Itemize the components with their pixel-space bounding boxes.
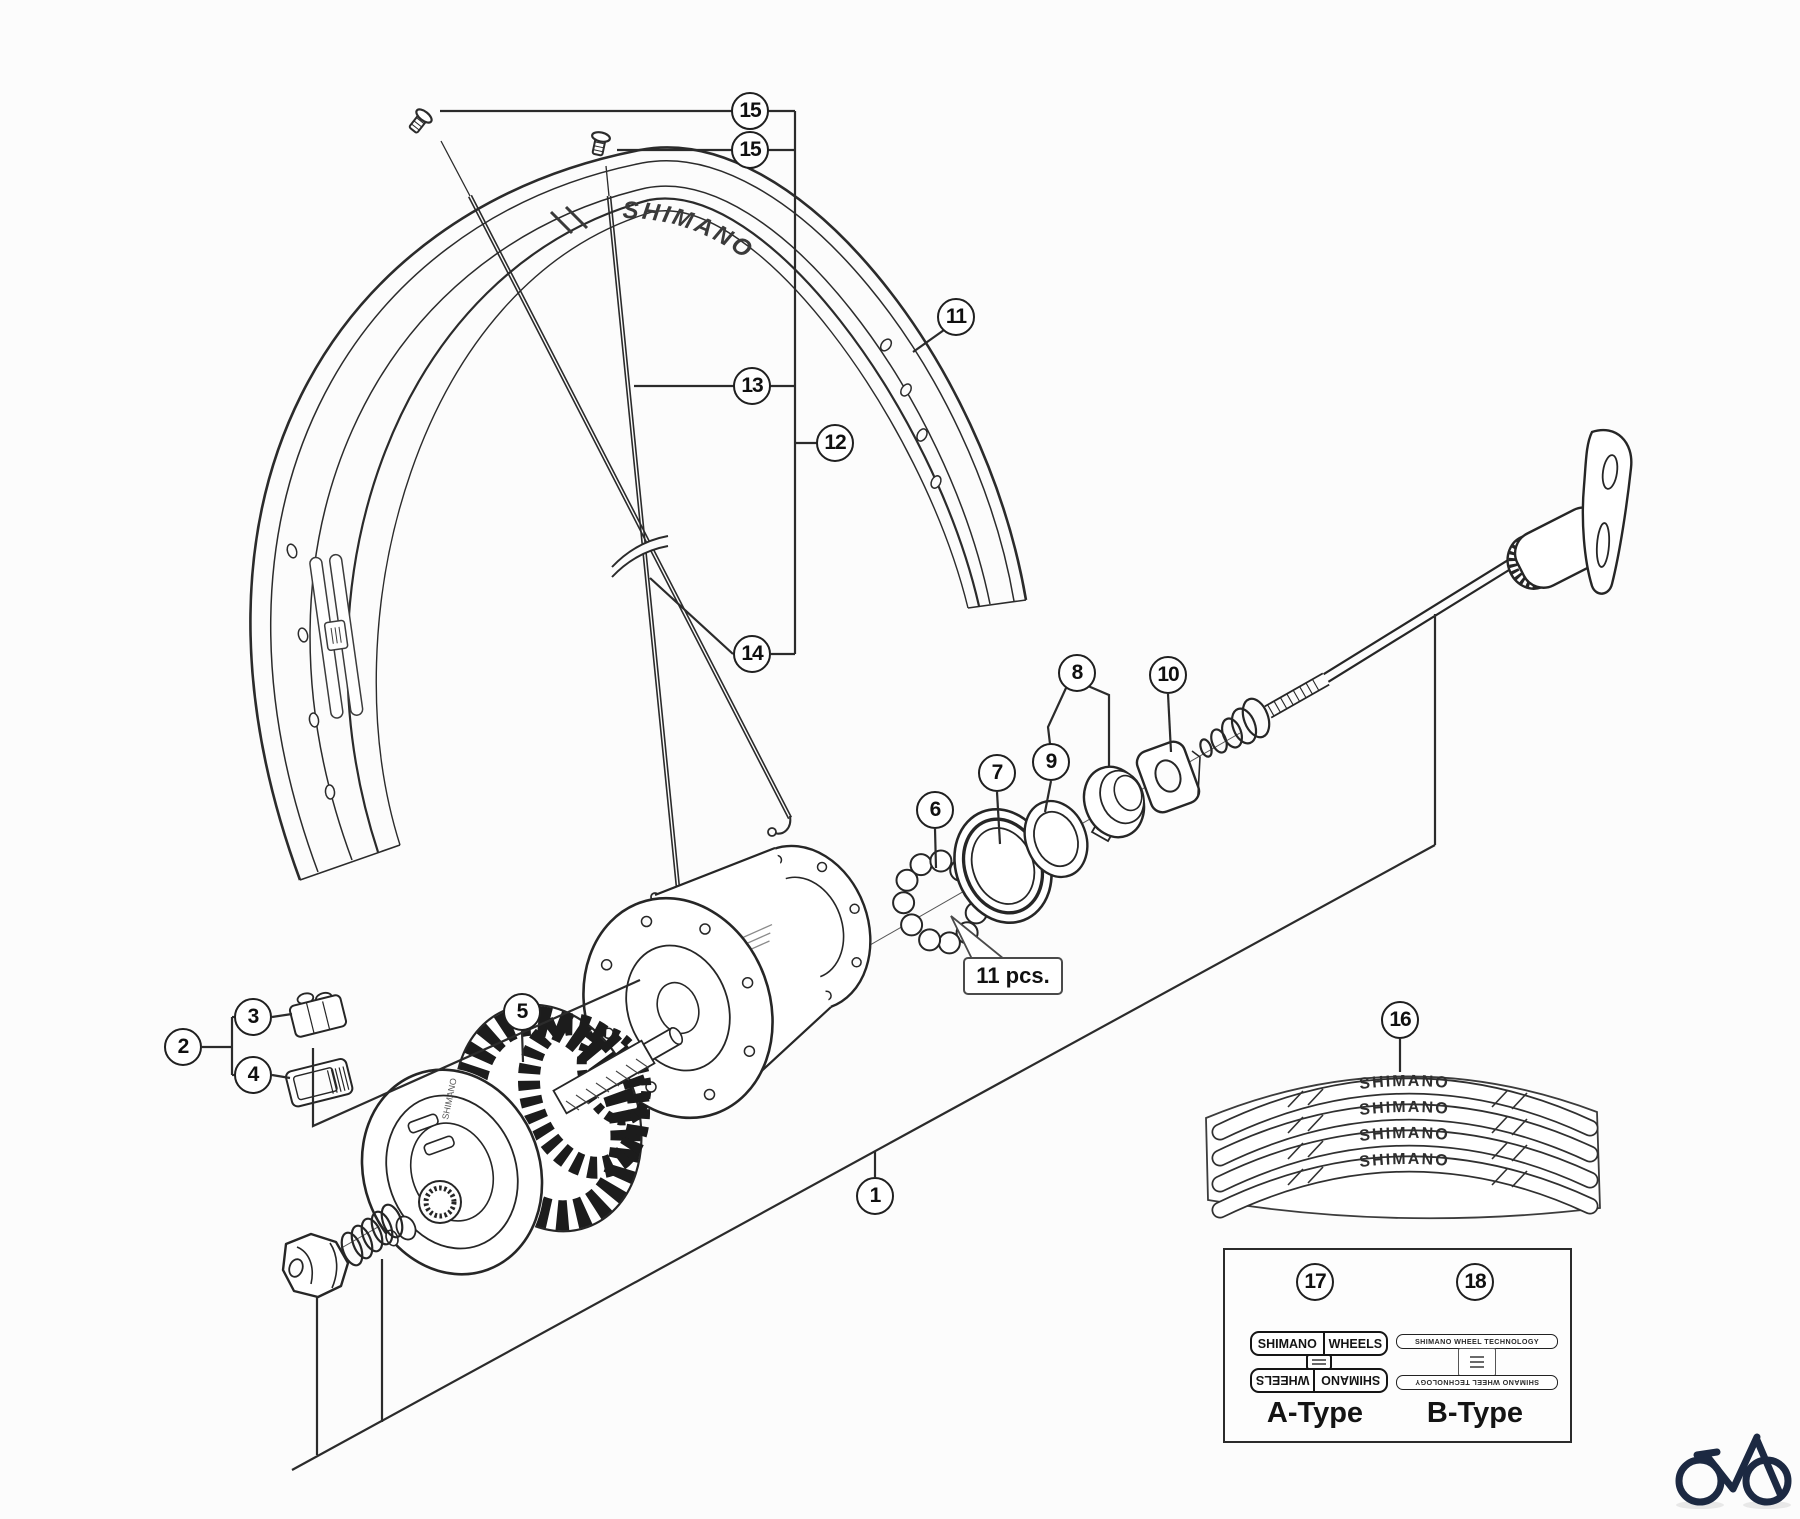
- a-type-decal-connector: [1306, 1354, 1332, 1370]
- callout-1: 1: [856, 1177, 894, 1215]
- a-type-word2: WHEELS: [1328, 1336, 1383, 1351]
- a-type-word2-mirrored: WHEELS: [1255, 1373, 1310, 1388]
- lock-washer: [1135, 740, 1201, 814]
- axle-spring: [340, 1203, 404, 1267]
- terminal-connector: [288, 991, 348, 1038]
- b-type-decal-top-strip: SHIMANO WHEEL TECHNOLOGY: [1396, 1334, 1558, 1349]
- callout-5: 5: [503, 993, 541, 1031]
- micro-text-line: [1470, 1366, 1484, 1368]
- callout-15a: 15: [731, 92, 769, 130]
- terminal-cover: [285, 1058, 354, 1108]
- a-type-word1: SHIMANO: [1252, 1333, 1325, 1354]
- svg-text:SHIMANO: SHIMANO: [1358, 1073, 1450, 1093]
- decal-sheet-text-2: SHIMANO: [1358, 1099, 1448, 1119]
- rim-decal-in-situ: [309, 553, 364, 719]
- micro-text-line: [1312, 1359, 1326, 1361]
- axle-dome-cap: [281, 1232, 350, 1299]
- callout-16: 16: [1381, 1001, 1419, 1039]
- b-type-decal-bottom-strip: SHIMANO WHEEL TECHNOLOGY: [1396, 1375, 1558, 1390]
- spoke-nipple-left: [408, 108, 433, 134]
- callout-4: 4: [234, 1056, 272, 1094]
- b-type-decal: SHIMANO WHEEL TECHNOLOGY SHIMANO WHEEL T…: [1396, 1334, 1558, 1392]
- a-type-label: A-Type: [1266, 1397, 1364, 1429]
- callout-7: 7: [978, 754, 1016, 792]
- spokes: [467, 194, 793, 902]
- callout-13: 13: [733, 367, 771, 405]
- micro-text-line: [1312, 1363, 1326, 1365]
- callout-18: 18: [1456, 1263, 1494, 1301]
- callout-12: 12: [816, 424, 854, 462]
- spoke-nipple-right: [591, 131, 611, 157]
- svg-text:SHIMANO: SHIMANO: [1358, 1151, 1450, 1171]
- a-type-word1-mirrored: SHIMANO: [1313, 1370, 1386, 1391]
- rim-spoke-holes: [286, 338, 942, 800]
- bearing-count-note: 11 pcs.: [963, 957, 1063, 995]
- b-type-label: B-Type: [1426, 1397, 1524, 1429]
- callout-9: 9: [1032, 743, 1070, 781]
- dynamo-unit: SHIMANO: [359, 1003, 684, 1277]
- callout-11: 11: [937, 298, 975, 336]
- callout-3: 3: [234, 998, 272, 1036]
- micro-text-line: [1470, 1361, 1484, 1363]
- svg-text:SHIMANO: SHIMANO: [1358, 1099, 1450, 1119]
- decal-sheet-text-3: SHIMANO: [1358, 1125, 1448, 1145]
- callout-14: 14: [733, 635, 771, 673]
- cone-nut: [1082, 765, 1146, 843]
- b-type-decal-middle: [1458, 1348, 1496, 1376]
- qr-lever: [1581, 429, 1633, 595]
- decal-sheet-text-1: SHIMANO: [1358, 1073, 1448, 1093]
- callout-6: 6: [916, 791, 954, 829]
- callout-8: 8: [1058, 654, 1096, 692]
- quick-release-skewer: [1199, 429, 1633, 758]
- callout-17: 17: [1296, 1263, 1334, 1301]
- callout-15b: 15: [731, 131, 769, 169]
- rim-decal-sheet: SHIMANO SHIMANO SHIMANO SHIMANO: [1205, 1073, 1601, 1220]
- micro-text-line: [1470, 1356, 1484, 1358]
- decal-sheet-text-4: SHIMANO: [1358, 1151, 1448, 1171]
- callout-2: 2: [164, 1028, 202, 1066]
- spoke-break-mark: [611, 535, 669, 578]
- wheel-rim: [249, 146, 1028, 881]
- dust-seal-small: [1023, 799, 1089, 879]
- callout-10: 10: [1149, 656, 1187, 694]
- svg-text:SHIMANO: SHIMANO: [1358, 1125, 1450, 1145]
- bicycle-logo-icon: [1675, 1433, 1792, 1509]
